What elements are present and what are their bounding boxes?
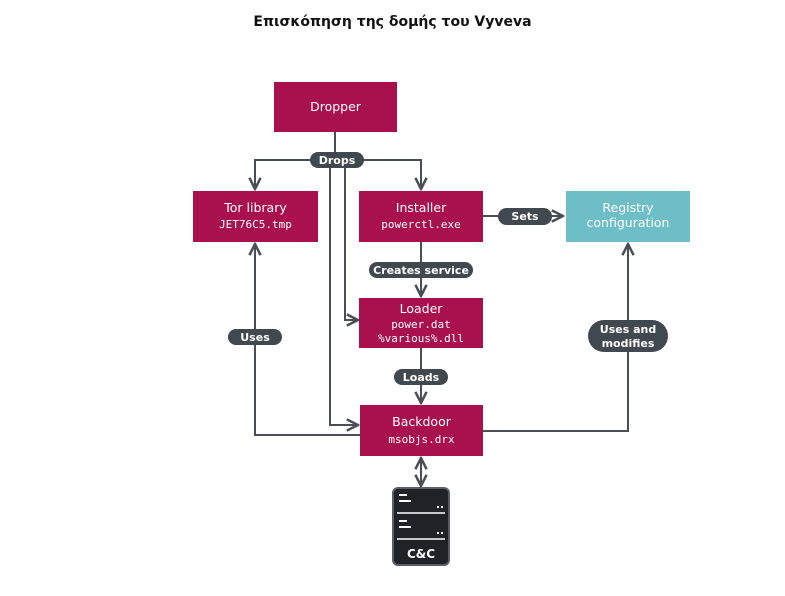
- server-icon: [397, 494, 445, 540]
- svg-text:modifies: modifies: [602, 337, 655, 350]
- installer-file: powerctl.exe: [381, 218, 460, 231]
- connectors: [255, 132, 628, 486]
- cc-label: C&C: [407, 547, 435, 561]
- svg-text:Loads: Loads: [403, 371, 440, 384]
- pill-drops: Drops: [310, 152, 364, 168]
- edge-backdoor-tor: [255, 244, 360, 436]
- installer-label: Installer: [396, 200, 447, 215]
- edge-drops-tor: [255, 159, 335, 189]
- node-loader: Loader power.dat %various%.dll: [359, 298, 483, 348]
- node-tor-library: Tor library JET76C5.tmp: [193, 191, 318, 242]
- backdoor-file: msobjs.drx: [388, 433, 455, 446]
- edge-drops-backdoor: [329, 160, 358, 425]
- tor-label: Tor library: [223, 200, 287, 215]
- tor-file: JET76C5.tmp: [219, 218, 292, 231]
- loader-label: Loader: [400, 301, 444, 316]
- pill-uses-and-modifies: Uses and modifies: [588, 320, 668, 352]
- dropper-label: Dropper: [310, 99, 362, 114]
- node-installer: Installer powerctl.exe: [359, 191, 483, 242]
- node-backdoor: Backdoor msobjs.drx: [360, 405, 483, 456]
- diagram-title: Επισκόπηση της δομής του Vyveva: [253, 14, 532, 30]
- edge-drops-loader: [344, 160, 358, 320]
- backdoor-label: Backdoor: [392, 414, 452, 429]
- svg-text:Drops: Drops: [319, 154, 356, 167]
- registry-label-2: configuration: [587, 215, 670, 230]
- registry-label-1: Registry: [602, 200, 654, 215]
- svg-text:Sets: Sets: [511, 210, 539, 223]
- loader-file-2: %various%.dll: [378, 332, 464, 345]
- loader-file-1: power.dat: [391, 318, 451, 331]
- svg-text:Uses: Uses: [240, 331, 270, 344]
- svg-text:Uses and: Uses and: [600, 323, 656, 336]
- node-registry: Registry configuration: [566, 191, 690, 242]
- pill-sets: Sets: [498, 208, 552, 225]
- svg-text:Creates service: Creates service: [373, 264, 469, 277]
- pill-loads: Loads: [394, 369, 448, 385]
- node-dropper: Dropper: [274, 82, 397, 132]
- node-cc: C&C: [392, 487, 450, 566]
- pill-creates-service: Creates service: [369, 262, 473, 278]
- edge-backdoor-registry: [483, 244, 628, 432]
- pill-uses: Uses: [228, 329, 282, 345]
